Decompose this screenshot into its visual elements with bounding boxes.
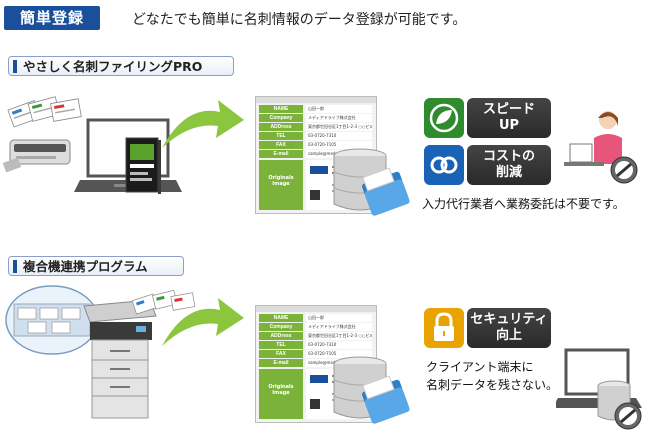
- lead-text: どなたでも簡単に名刺情報のデータ登録が可能です。: [132, 12, 467, 28]
- section-label-mfp-program: 複合機連携プログラム: [8, 256, 184, 276]
- section-title-badge: 簡単登録: [4, 6, 100, 30]
- card-field-label: FAX: [259, 350, 303, 358]
- scanner-illustration: [2, 96, 82, 173]
- prohibited-icon: [614, 402, 642, 430]
- card-field-label: Company: [259, 114, 303, 122]
- feature-line2: 削減: [495, 165, 522, 180]
- feature-line2: UP: [498, 118, 520, 133]
- card-field-label: ADDress: [259, 332, 303, 340]
- operator-person-icon: [564, 111, 638, 184]
- cost-link-icon: [424, 145, 464, 185]
- card-field-value: メディアドライブ株式会社: [306, 114, 372, 122]
- note-no-outsourcing: 入力代行業者へ業務委託は不要です。: [422, 197, 625, 211]
- feature-line1: コストの: [482, 149, 535, 164]
- card-field-label: TEL: [259, 132, 303, 140]
- prohibited-icon: [610, 156, 638, 184]
- feature-security-up: セキュリティ 向上: [467, 308, 551, 348]
- card-field-label: ADDress: [259, 123, 303, 131]
- card-field-value: 03-0720-7105: [306, 350, 372, 358]
- card-field-label: Company: [259, 323, 303, 331]
- card-field-value: 山田一郎: [306, 105, 372, 113]
- card-field-value: 山田一郎: [306, 314, 372, 322]
- card-field-label: TEL: [259, 341, 303, 349]
- card-field-label: FAX: [259, 141, 303, 149]
- database-folder-icon: [333, 356, 410, 424]
- business-card-icon: [50, 98, 82, 122]
- section-label-filing-pro: やさしく名刺ファイリングPRO: [8, 56, 234, 76]
- feature-line1: セキュリティ: [470, 312, 548, 327]
- card-field-value: 03-0720-7310: [306, 132, 372, 140]
- card-field-value: 東京都世田谷区1丁目1-2-3 ○○ビル: [306, 123, 372, 131]
- card-field-label: E-mail: [259, 359, 303, 367]
- card-field-value: 東京都世田谷区1丁目1-2-3 ○○ビル: [306, 332, 372, 340]
- card-field-value: 03-0720-7310: [306, 341, 372, 349]
- padlock-icon: [424, 308, 464, 348]
- software-box-icon: [125, 137, 161, 194]
- note-client-line1: クライアント端末に: [426, 360, 534, 374]
- card-field-label: NAME: [259, 105, 303, 113]
- flying-cards-illustration: [131, 289, 196, 315]
- card-image-label: Originals Image: [259, 369, 303, 419]
- client-laptop-icon: [556, 348, 642, 430]
- feature-cost-reduction: コストの 削減: [467, 145, 551, 185]
- business-card-icon: [27, 96, 61, 122]
- green-arrow-icon: [162, 100, 244, 148]
- speed-leaf-icon: [424, 98, 464, 138]
- database-folder-icon: [333, 148, 410, 216]
- feature-speed-up: スピード UP: [467, 98, 551, 138]
- card-field-label: NAME: [259, 314, 303, 322]
- feature-line1: スピード: [482, 102, 535, 117]
- feature-line2: 向上: [495, 328, 522, 343]
- note-client-line2: 名刺データを残さない。: [426, 378, 559, 392]
- multifunction-printer-icon: [83, 299, 157, 419]
- card-field-value: メディアドライブ株式会社: [306, 323, 372, 331]
- business-card-icon: [17, 307, 81, 334]
- business-card-icon: [170, 292, 196, 311]
- business-card-icon: [131, 293, 158, 315]
- card-field-value: 03-0720-7105: [306, 141, 372, 149]
- card-image-label: Originals Image: [259, 160, 303, 210]
- card-scanner-icon: [2, 139, 71, 173]
- green-arrow-icon: [162, 298, 244, 346]
- card-field-label: E-mail: [259, 150, 303, 158]
